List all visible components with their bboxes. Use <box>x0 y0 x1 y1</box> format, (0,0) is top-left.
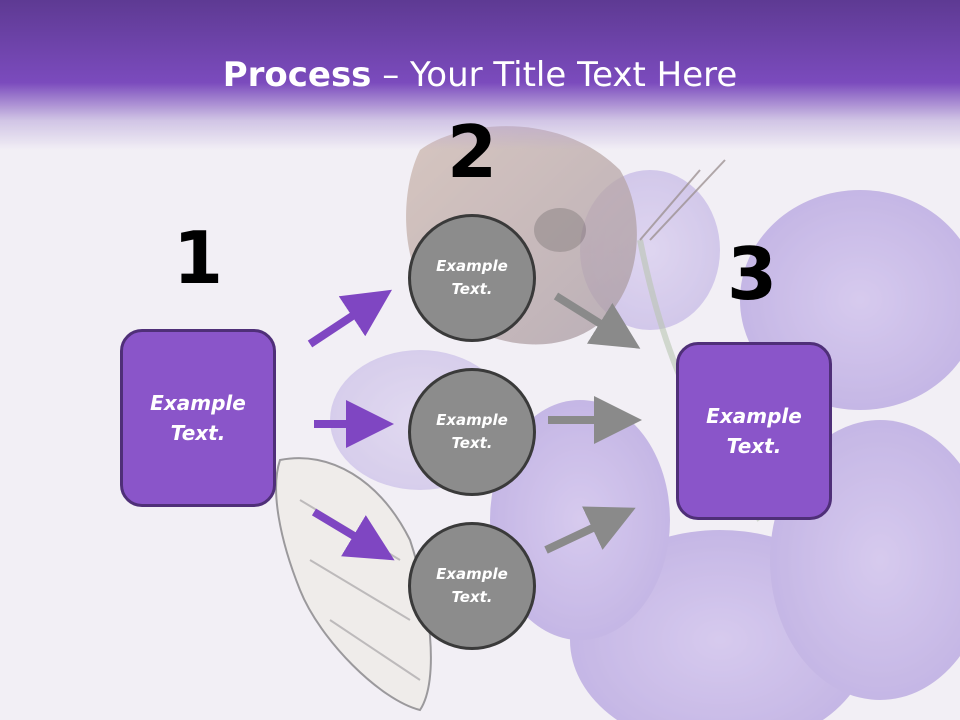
circle-bottom-text: Example Text. <box>436 565 508 606</box>
step-3-box: Example Text. <box>676 342 832 520</box>
step-2-circle-top: Example Text. <box>408 214 536 342</box>
step-number-1: 1 <box>172 216 224 300</box>
arrow-1-to-bottom <box>311 508 395 561</box>
circle-top-text: Example Text. <box>436 257 508 298</box>
step-1-text: Example Text. <box>150 391 246 445</box>
circle-middle-text: Example Text. <box>436 411 508 452</box>
arrow-top-to-3 <box>553 292 641 349</box>
arrow-bottom-to-3 <box>544 506 636 554</box>
step-2-circle-middle: Example Text. <box>408 368 536 496</box>
step-1-box: Example Text. <box>120 329 276 507</box>
title-bold: Process <box>222 55 372 95</box>
step-number-2: 2 <box>446 110 498 194</box>
step-3-text: Example Text. <box>706 404 802 458</box>
arrow-1-to-top <box>307 289 393 348</box>
slide-title: Process – Your Title Text Here <box>0 52 960 98</box>
step-2-circle-bottom: Example Text. <box>408 522 536 650</box>
step-number-3: 3 <box>726 232 778 316</box>
title-rest: – Your Title Text Here <box>371 55 738 95</box>
title-bar <box>0 0 960 150</box>
